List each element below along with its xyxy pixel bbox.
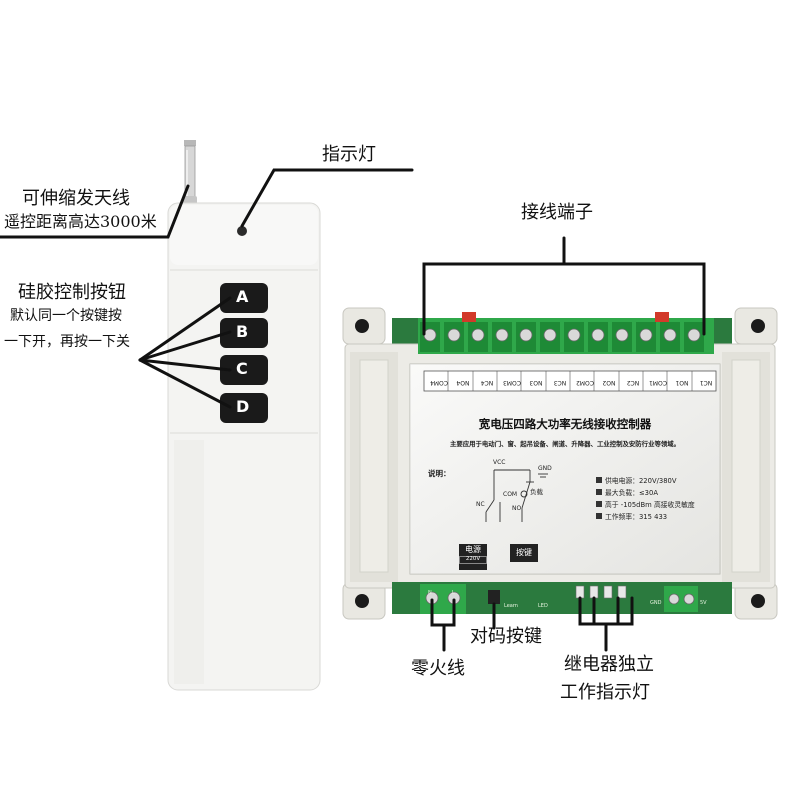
diagram-com: COM [503, 491, 518, 498]
diagram-gnd: GND [538, 465, 552, 472]
zero-fire-caption: 零火线 [411, 658, 465, 679]
spec-frequency: 工作频率：315 433 [596, 511, 667, 521]
button-callout-line-d [138, 358, 232, 409]
button-a-label: A [236, 287, 249, 306]
zero-fire-callout [430, 598, 446, 652]
callout-lines [0, 168, 706, 652]
bullet-icon [596, 513, 602, 519]
bullet-icon [596, 477, 602, 483]
key-badge: 按键 [510, 544, 538, 562]
indicator-callout-line [240, 168, 414, 228]
pcb-mark-learn: Learn [504, 603, 518, 609]
diagram-vcc: VCC [493, 459, 506, 466]
remote-button-icon [220, 283, 268, 423]
receiver-unit [342, 307, 778, 620]
indicator-light-icon [237, 226, 247, 236]
diagram-no: NO [512, 505, 522, 512]
terminal-callout-bracket [422, 262, 706, 336]
spec-load: 最大负载：≤30A [596, 487, 658, 497]
bullet-icon [596, 489, 602, 495]
pcb-mark-led: LED [538, 603, 548, 609]
buttons-caption-line2: 默认同一个按键按 [10, 308, 122, 324]
spec-sensitivity: 高于 -105dBm 高接收灵敏度 [596, 499, 695, 509]
indicator-caption: 指示灯 [322, 144, 376, 165]
bullet-icon [596, 501, 602, 507]
pcb-mark-gnd: GND [650, 600, 662, 606]
button-c-label: C [236, 359, 248, 378]
panel-title: 宽电压四路大功率无线接收控制器 [478, 417, 652, 431]
terminals-caption: 接线端子 [521, 202, 593, 223]
terminal-label: NC1 [699, 379, 713, 386]
panel-subtitle: 主要应用于电动门、窗、起吊设备、闸道、升降器、工业控制及安防行业等领域。 [449, 440, 681, 448]
relay-caption-line2: 工作指示灯 [560, 682, 650, 703]
remote-control [167, 140, 321, 691]
wiring-diagram [485, 469, 548, 522]
antenna-callout-line [0, 184, 190, 239]
pcb-mark-5v: 5V [700, 600, 707, 606]
screw-terminal-icon [418, 312, 714, 354]
buttons-caption-line3: 一下开，再按一下关 [4, 334, 130, 350]
antenna-caption-line1: 可伸缩发天线 [22, 188, 130, 209]
button-b-label: B [236, 322, 249, 341]
pcb-mark-n: N [428, 590, 432, 596]
button-d-label: D [236, 397, 250, 416]
diagram-load: 负载 [530, 488, 543, 496]
relay-caption-line1: 继电器独立 [564, 654, 654, 675]
diagram-label: 说明： [428, 469, 451, 478]
antenna-caption-line2: 遥控距离高达3000米 [4, 212, 157, 231]
button-callout-line-a [138, 296, 232, 362]
pcb-mark-l: L [452, 590, 455, 596]
buttons-caption-line1: 硅胶控制按钮 [18, 282, 126, 303]
button-callout-line-b [138, 330, 232, 362]
pair-button-caption: 对码按键 [470, 626, 542, 647]
power-badge: 电源 220V [459, 544, 487, 570]
diagram-nc: NC [476, 501, 485, 508]
spec-power: 供电电源：220V/380V [596, 475, 677, 485]
button-callout-line-c [138, 358, 232, 372]
